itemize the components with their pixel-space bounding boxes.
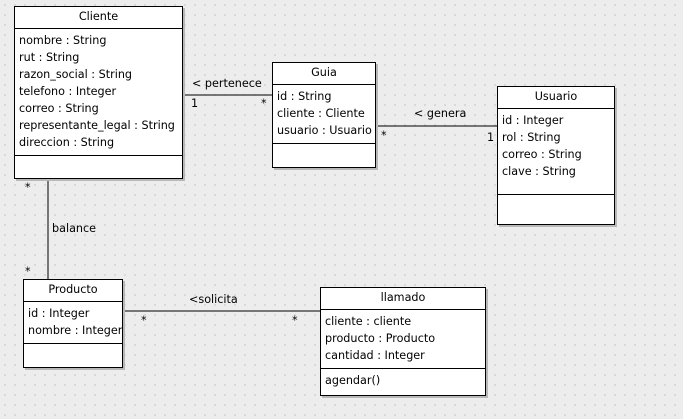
operations-compartment: agendar() bbox=[321, 369, 485, 389]
association-label-pertenece: < pertenece bbox=[192, 77, 262, 90]
attribute: usuario : Usuario bbox=[277, 124, 372, 137]
association-label-balance: balance bbox=[52, 222, 97, 235]
attributes-compartment: id : String cliente : Cliente usuario : … bbox=[273, 85, 375, 144]
attribute: correo : String bbox=[502, 148, 582, 161]
association-label-solicita: <solicita bbox=[189, 293, 238, 306]
attribute: telefono : Integer bbox=[19, 85, 117, 98]
class-llamado[interactable]: llamado cliente : cliente producto : Pro… bbox=[320, 287, 486, 396]
multiplicity-usuario-genera: 1 bbox=[487, 131, 495, 144]
class-usuario[interactable]: Usuario id : Integer rol : String correo… bbox=[497, 86, 615, 225]
multiplicity-guia-genera: * bbox=[381, 129, 387, 142]
attribute: clave : String bbox=[502, 165, 576, 178]
operations-compartment bbox=[273, 144, 375, 147]
class-cliente[interactable]: Cliente nombre : String rut : String raz… bbox=[14, 6, 183, 179]
class-name: Usuario bbox=[498, 87, 614, 109]
class-producto[interactable]: Producto id : Integer nombre : Integer bbox=[23, 279, 123, 368]
class-name: Producto bbox=[24, 280, 122, 302]
multiplicity-producto-balance: * bbox=[25, 265, 31, 278]
attribute: id : Integer bbox=[502, 114, 564, 127]
attributes-compartment: id : Integer rol : String correo : Strin… bbox=[498, 109, 614, 195]
class-name: Guia bbox=[273, 63, 375, 85]
attribute: producto : Producto bbox=[325, 332, 436, 345]
attribute: direccion : String bbox=[19, 136, 115, 149]
attribute: rol : String bbox=[502, 131, 561, 144]
attributes-compartment: id : Integer nombre : Integer bbox=[24, 302, 122, 344]
attribute: nombre : String bbox=[19, 34, 107, 47]
attributes-compartment: cliente : cliente producto : Producto ca… bbox=[321, 310, 485, 369]
operations-compartment bbox=[498, 195, 614, 198]
operations-compartment bbox=[15, 156, 182, 159]
operations-compartment bbox=[24, 344, 122, 347]
class-name: llamado bbox=[321, 288, 485, 310]
attribute: cantidad : Integer bbox=[325, 349, 425, 362]
attribute: representante_legal : String bbox=[19, 119, 175, 132]
attribute: id : String bbox=[277, 90, 332, 103]
attribute: cliente : cliente bbox=[325, 315, 412, 328]
multiplicity-guia-pertenece: * bbox=[261, 97, 267, 110]
attribute: correo : String bbox=[19, 102, 99, 115]
attribute: cliente : Cliente bbox=[277, 107, 365, 120]
attributes-compartment: nombre : String rut : String razon_socia… bbox=[15, 29, 182, 156]
multiplicity-cliente-pertenece: 1 bbox=[191, 97, 199, 110]
multiplicity-producto-solicita: * bbox=[141, 314, 147, 327]
attribute: razon_social : String bbox=[19, 68, 133, 81]
association-label-genera: < genera bbox=[414, 107, 467, 120]
operation: agendar() bbox=[325, 374, 381, 387]
attribute: id : Integer bbox=[28, 307, 90, 320]
multiplicity-llamado-solicita: * bbox=[292, 314, 298, 327]
class-name: Cliente bbox=[15, 7, 182, 29]
attribute: rut : String bbox=[19, 51, 80, 64]
multiplicity-cliente-balance: * bbox=[25, 181, 31, 194]
class-guia[interactable]: Guia id : String cliente : Cliente usuar… bbox=[272, 62, 376, 168]
attribute: nombre : Integer bbox=[28, 324, 123, 337]
